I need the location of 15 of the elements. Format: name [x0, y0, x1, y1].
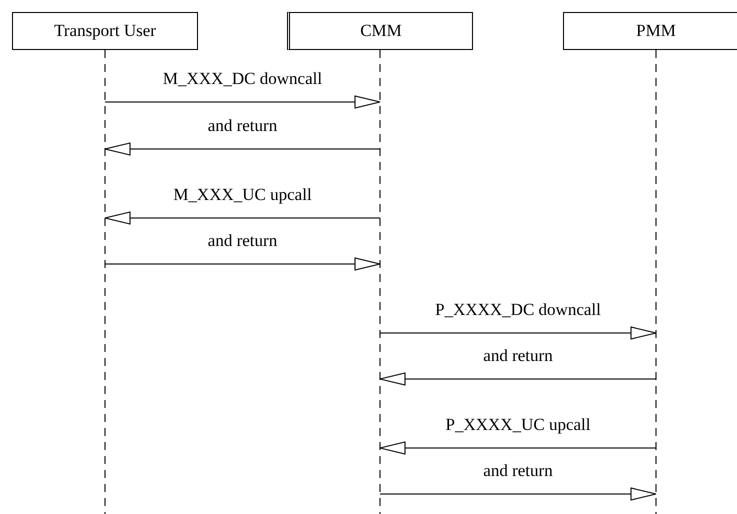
message-arrow: [380, 372, 656, 386]
edge-label: P_XXXX_UC upcall: [446, 415, 590, 435]
participant-box: PMM: [563, 12, 737, 50]
message-arrow: [104, 142, 380, 156]
edge-label: P_XXXX_DC downcall: [435, 300, 601, 320]
message-arrow: [380, 442, 656, 454]
message-arrow: [104, 258, 380, 270]
message-arrow: [104, 212, 380, 224]
edge-label: M_XXX_DC downcall: [162, 69, 322, 89]
participant-box: CMM: [287, 12, 473, 50]
message-arrow: [104, 96, 380, 108]
message-arrow: [380, 488, 656, 500]
edge-label: M_XXX_UC upcall: [173, 185, 312, 205]
message-arrow: [380, 326, 656, 340]
participant-box: Transport User: [12, 12, 198, 50]
